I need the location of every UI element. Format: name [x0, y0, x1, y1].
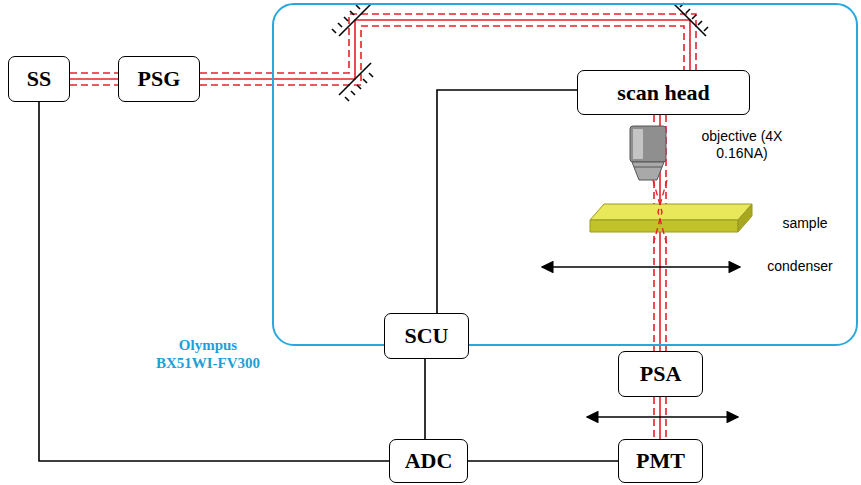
box-label: PMT [636, 448, 685, 474]
focused-beam [653, 180, 667, 245]
signal-wire [468, 461, 618, 462]
connector-stroke [468, 460, 618, 462]
part-label: condenser [755, 258, 845, 275]
box-label: SCU [404, 323, 448, 349]
mirror [339, 63, 373, 101]
microscope-enclosure: Olympus BX51WI-FV300scan headSCU [272, 3, 858, 346]
connector-stroke [653, 397, 655, 439]
objective-lens [630, 126, 666, 180]
device-box: ADC [389, 439, 468, 483]
connector-stroke [200, 14, 696, 73]
connector-stroke [70, 72, 118, 74]
laser-beam [70, 73, 118, 85]
sample-slab [590, 204, 752, 232]
device-box: PSG [118, 56, 200, 102]
device-box: SCU [384, 313, 469, 359]
mirror [674, 3, 708, 36]
signal-wire [39, 102, 389, 461]
device-box: PMT [618, 439, 703, 483]
connector-stroke [70, 84, 118, 86]
laser-beam [654, 397, 666, 439]
box-label: PSA [640, 361, 682, 387]
signal-wire [437, 90, 577, 313]
device-box: SS [8, 56, 70, 102]
connector-stroke [424, 359, 426, 439]
box-label: SS [27, 66, 51, 92]
collection-lens [587, 416, 738, 418]
connector-stroke [39, 102, 389, 461]
part-label: objective (4X 0.16NA) [686, 128, 798, 162]
connector-stroke [665, 397, 667, 439]
mirror [332, 4, 371, 36]
condenser-lens [542, 266, 740, 268]
enclosure-label: Olympus BX51WI-FV300 [152, 336, 264, 372]
connector-stroke [70, 78, 118, 80]
box-label: ADC [405, 448, 453, 474]
connector-stroke [437, 90, 577, 313]
device-box: scan head [577, 70, 750, 115]
device-box: PSA [618, 351, 703, 397]
box-label: PSG [138, 66, 181, 92]
connector-stroke [659, 397, 661, 439]
part-label: sample [770, 215, 840, 232]
box-label: scan head [617, 80, 709, 106]
signal-wire [425, 359, 426, 439]
